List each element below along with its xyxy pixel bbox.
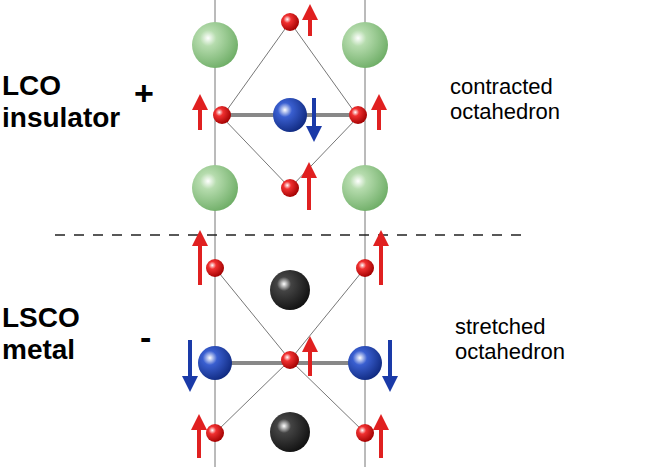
octahedron-note: stretched octahedron bbox=[455, 314, 625, 365]
charge-sign: - bbox=[140, 318, 170, 357]
material-label: LCO insulator bbox=[2, 70, 137, 134]
octahedron-note: contracted octahedron bbox=[450, 74, 620, 125]
charge-sign: + bbox=[134, 74, 164, 113]
material-label: LSCO metal bbox=[2, 302, 137, 366]
